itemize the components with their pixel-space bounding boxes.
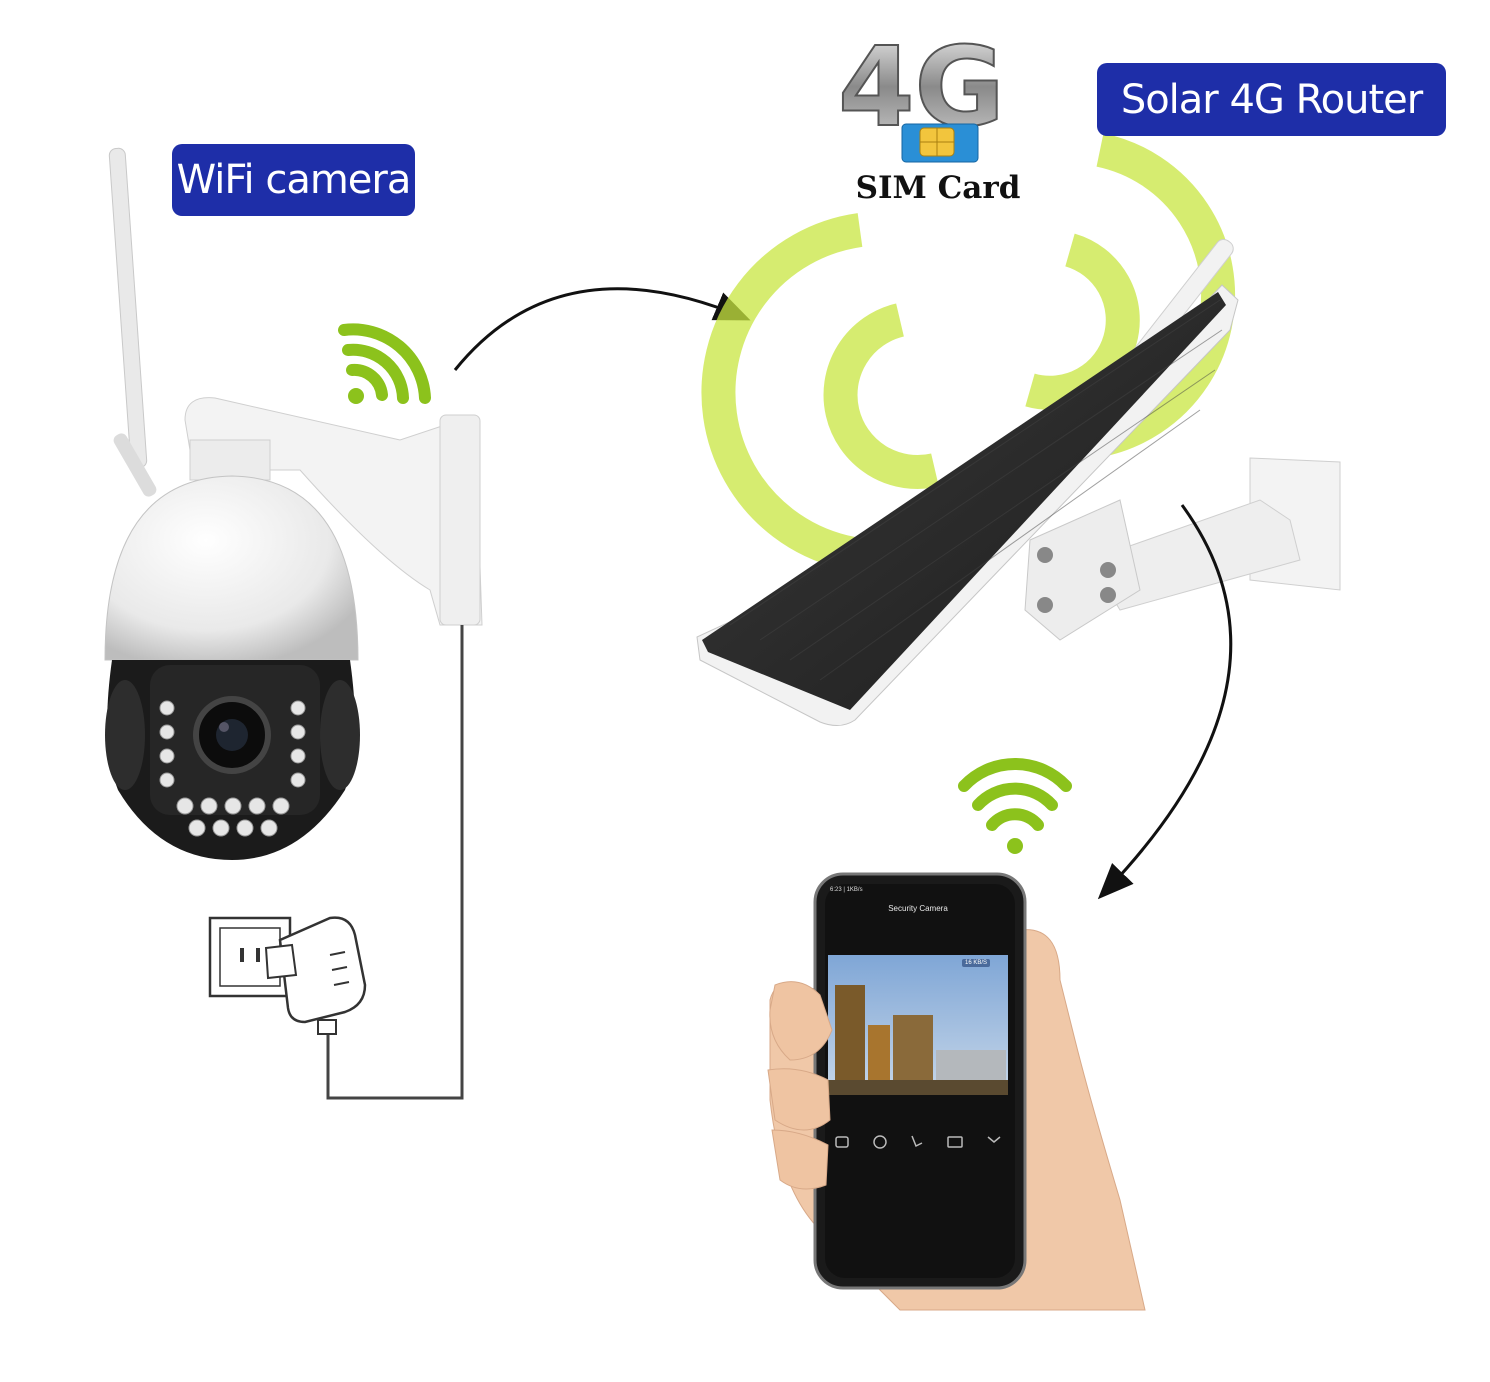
camera-dome — [104, 475, 359, 661]
camera-antenna — [108, 147, 148, 469]
solar-router-label: Solar 4G Router — [1097, 63, 1446, 136]
wifi-signal-icon — [338, 323, 431, 404]
solar-4g-router — [696, 133, 1341, 726]
phone-status-bar: 6:23 | 1KB/s — [830, 887, 863, 893]
power-supply — [208, 625, 464, 1100]
camera-leds — [159, 700, 306, 837]
sim-card-4g-logo: 4G — [837, 22, 1006, 163]
app-toolbar[interactable] — [835, 1135, 1001, 1149]
sim-card-label: SIM Card — [855, 170, 1021, 206]
wifi-camera — [104, 147, 483, 860]
arrow-icon — [453, 287, 751, 371]
wifi-signal-icon — [958, 758, 1072, 854]
power-adapter-icon — [278, 916, 367, 1024]
data-rate-badge: 16 KB/S — [962, 959, 991, 967]
app-title: Security Camera — [888, 904, 948, 913]
arrow-icon — [1097, 504, 1233, 900]
sim-chip-icon — [901, 123, 979, 163]
power-cable — [326, 625, 464, 1100]
phone-in-hand — [767, 872, 1146, 1311]
wifi-camera-label: WiFi camera — [172, 144, 415, 216]
